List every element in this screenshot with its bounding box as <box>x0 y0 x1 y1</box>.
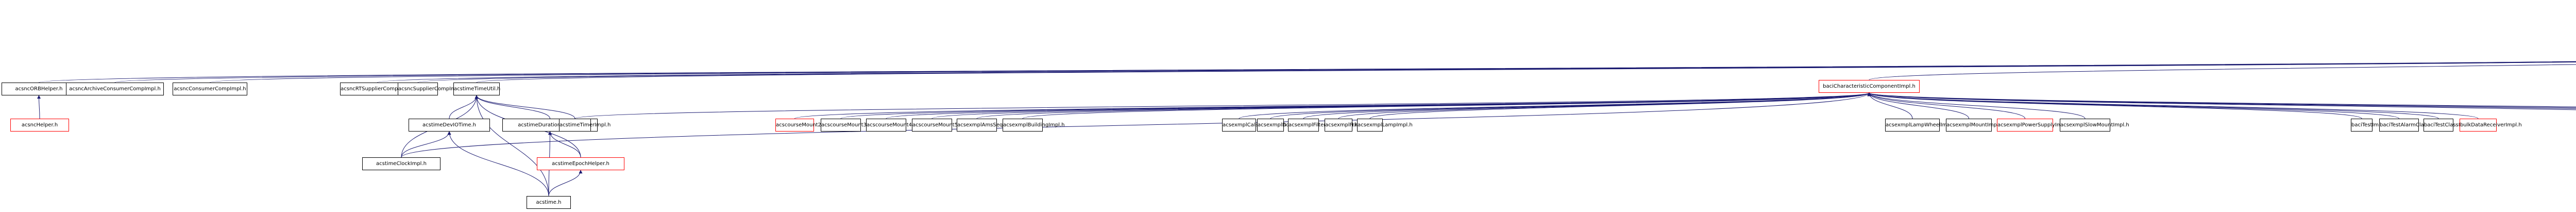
node-acsexmplbuildingimpl[interactable]: acsexmplBuildingImpl.h <box>1003 119 1065 132</box>
edge-baciCharacteristicComponentImpl-to-baci <box>1869 64 2576 80</box>
edge-acstime-to-acstimeEpochHelper <box>548 170 583 197</box>
edge-acstimeTimeUtil-to-baci <box>476 61 2576 83</box>
node-acsexmplcalendarimpl[interactable]: acsexmplCalendarImpl.h <box>1222 119 1286 132</box>
edge-acstimeDurationHelper-to-acstimeTimeUtil <box>474 95 550 119</box>
node-bacicharacteristiccomponentimpl[interactable]: baciCharacteristicComponentImpl.h <box>1819 80 1920 93</box>
node-acsexmpllampwheelimpl[interactable]: acsexmplLampWheelImpl.h <box>1885 119 1957 132</box>
node-acsexmpllampimpl[interactable]: acsexmplLampImpl.h <box>1357 119 1413 132</box>
edge-acstime-to-acstimeTimeUtil <box>474 95 549 197</box>
node-acsexmplfridgeimpl[interactable]: acsexmplFridgeImpl.h <box>1325 119 1382 132</box>
edge-acstimeTimerImpl-to-acstimeTimeUtil <box>474 95 575 119</box>
node-acstimetimeutil[interactable]: acstimeTimeUtil.h <box>453 83 500 95</box>
edge-acscourseMount2Impl-to-baciCharacteristicComponentImpl <box>794 92 1871 119</box>
node-acsexmpldoorimpl[interactable]: acsexmplDoorImpl.h <box>1257 119 1311 132</box>
node-acstime[interactable]: acstime.h <box>527 196 571 209</box>
edge-acstimeClockImpl-to-baciCharacteristicComponentImpl <box>401 92 1871 158</box>
edge-bulkDataReceiverImpl-to-baciCharacteristicComponentImpl <box>1867 92 2479 119</box>
node-acsexmplmountimpl[interactable]: acsexmplMountImpl.h <box>1946 119 2003 132</box>
edge-acsncHelper-to-acsncORBHelper <box>37 95 41 119</box>
edge-acstime-to-acstimeDevIOTime <box>447 131 549 197</box>
edge-layer <box>37 61 2576 197</box>
edge-bulkDataDistributerImpl-to-baciCharacteristicComponentImpl <box>1868 92 2576 107</box>
node-acsncsuppliercompimpl[interactable]: acsncSupplierCompImpl.h <box>398 83 465 95</box>
edge-acsexmplMountImpl-to-baciCharacteristicComponentImpl <box>1867 92 1969 119</box>
edge-acstimeClockImpl-to-acstimeDevIOTime <box>401 131 451 158</box>
edge-acsncArchiveConsumerCompImpl-to-baci <box>114 61 2576 83</box>
node-acsncarchiveconsumercompimpl[interactable]: acsncArchiveConsumerCompImpl.h <box>66 83 164 95</box>
node-acsncconsumercompimpl[interactable]: acsncConsumerCompImpl.h <box>173 83 247 95</box>
edge-acsncConsumerCompImpl-to-baci <box>210 61 2576 83</box>
node-bacitestimpl[interactable]: baciTestImpl.h <box>2351 119 2388 132</box>
node-bacitestclassimpl[interactable]: baciTestClassImpl.h <box>2424 119 2475 132</box>
node-acscoursemount4impl[interactable]: acscourseMount4Impl.h <box>866 119 928 132</box>
node-acsexmplslowmountimpl[interactable]: acsexmplSlowMountImpl.h <box>2060 119 2129 132</box>
edge-baciTestImpl-to-baciCharacteristicComponentImpl <box>1867 92 2362 119</box>
node-acsnchelper[interactable]: acsncHelper.h <box>10 119 69 132</box>
node-bacitestalarmclassimpl[interactable]: baciTestAlarmClassImpl.h <box>2379 119 2446 132</box>
node-acstimetimerimpl[interactable]: acstimeTimerImpl.h <box>559 119 611 132</box>
edge-acsncORBHelper-to-baci <box>39 61 2576 83</box>
node-acsexmplamsseqimpl[interactable]: acsexmplAmsSeqImpl.h <box>957 119 1019 132</box>
node-acscoursemount2impl[interactable]: acscourseMount2Impl.h <box>775 119 837 132</box>
node-acscoursemount3impl[interactable]: acscourseMount3Impl.h <box>821 119 883 132</box>
edge-acsexmplLampImpl-to-baciCharacteristicComponentImpl <box>1369 92 1871 119</box>
edge-bulkDataSendRecvImpl-to-baciCharacteristicComponentImpl <box>1867 92 2576 109</box>
edge-enumpropTestDeviceImpl-to-baciCharacteristicComponentImpl <box>1868 92 2576 108</box>
node-acsexmplpowersupplyimpl[interactable]: acsexmplPowerSupplyImpl.h <box>1997 119 2071 132</box>
node-acsexmplfilterwheelimpl[interactable]: acsexmplFilterWheelImpl.h <box>1288 119 1358 132</box>
node-bulkdatareceiverimpl[interactable]: bulkDataReceiverImpl.h <box>2460 119 2522 132</box>
node-acstimedeviotime[interactable]: acstimeDevIOTime.h <box>409 119 490 132</box>
node-acsncorbhelper[interactable]: acsncORBHelper.h <box>2 83 76 95</box>
edge-acsexmplPowerSupplyImpl-to-baciCharacteristicComponentImpl <box>1867 92 2025 119</box>
edge-acsexmplLampWheelImpl-to-baciCharacteristicComponentImpl <box>1867 92 1913 119</box>
edge-acstimeTimerImpl-to-baciCharacteristicComponentImpl <box>574 92 1871 119</box>
edge-acsexmplSlowMountImpl-to-baciCharacteristicComponentImpl <box>1867 92 2086 119</box>
edge-acscourseMount4Impl-to-baciCharacteristicComponentImpl <box>886 92 1871 119</box>
edge-bulkDataSenderImpl-to-baciCharacteristicComponentImpl <box>1867 92 2576 110</box>
node-acscoursemount5impl[interactable]: acscourseMount5Impl.h <box>912 119 974 132</box>
node-acstimeclockimpl[interactable]: acstimeClockImpl.h <box>362 157 440 170</box>
edge-acsexmplAmsSeqImpl-to-baciCharacteristicComponentImpl <box>976 92 1871 119</box>
edge-acscourseMount3Impl-to-baciCharacteristicComponentImpl <box>840 92 1871 119</box>
edge-acsexmplBuildingImpl-to-baciCharacteristicComponentImpl <box>1022 92 1871 119</box>
edge-acstimeEpochHelper-to-acstimeDurationHelper <box>548 131 581 158</box>
edge-acscourseMount5Impl-to-baciCharacteristicComponentImpl <box>931 92 1871 119</box>
node-acstimeepochhelper[interactable]: acstimeEpochHelper.h <box>537 157 624 170</box>
